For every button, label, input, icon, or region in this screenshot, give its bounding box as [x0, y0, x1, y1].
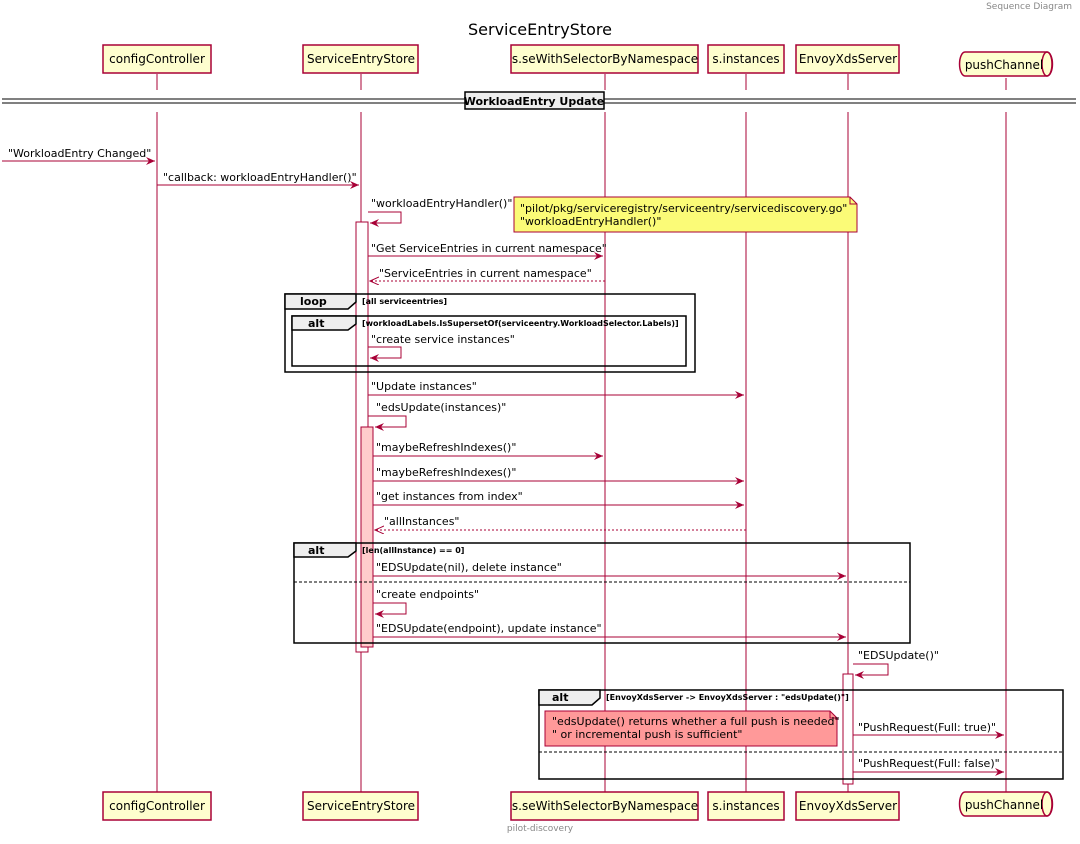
participant-label: configController — [109, 799, 205, 813]
message-label: "maybeRefreshIndexes()" — [376, 466, 516, 479]
message-labels: "WorkloadEntry Changed" "callback: workl… — [8, 147, 1000, 770]
message-label: "Update instances" — [371, 380, 477, 393]
arrow-self-eds-update-envoy — [853, 663, 889, 679]
activation-bar-envoy — [842, 673, 854, 785]
message-label: "create service instances" — [371, 333, 515, 346]
participant-se-with-selector-bottom: s.seWithSelectorByNamespace — [510, 791, 699, 821]
messages — [2, 157, 1004, 776]
lifeline-gaps — [156, 112, 1007, 146]
note-line: "workloadEntryHandler()" — [520, 215, 661, 228]
message-label: "allInstances" — [384, 515, 460, 528]
arrow-self-workload-handler — [368, 211, 402, 227]
message-label: "ServiceEntries in current namespace" — [379, 267, 592, 280]
alt-guard: [EnvoyXdsServer -> EnvoyXdsServer : "eds… — [606, 693, 849, 702]
message-label: "workloadEntryHandler()" — [371, 197, 512, 210]
alt-keyword: alt — [308, 544, 324, 557]
diagram-title: ServiceEntryStore — [468, 20, 612, 39]
participant-config-controller-bottom: configController — [102, 791, 212, 821]
participant-label: ServiceEntryStore — [307, 799, 415, 813]
participant-label: configController — [109, 52, 205, 66]
note-line: " or incremental push is sufficient" — [552, 728, 742, 741]
participant-push-channel-top: pushChannel — [958, 51, 1054, 77]
message-label: "get instances from index" — [376, 490, 523, 503]
participant-label: pushChannel — [965, 58, 1043, 72]
message-label: "maybeRefreshIndexes()" — [376, 441, 516, 454]
activation-bars — [355, 221, 854, 785]
message-label: "EDSUpdate(nil), delete instance" — [376, 561, 562, 574]
participant-label: s.instances — [712, 52, 779, 66]
participant-label: EnvoyXdsServer — [799, 52, 897, 66]
participant-envoy-xds-server-bottom: EnvoyXdsServer — [795, 791, 900, 821]
participant-label: s.seWithSelectorByNamespace — [512, 799, 698, 813]
alt-guard: [len(allInstance) == 0] — [362, 546, 464, 555]
note-source-file: "pilot/pkg/serviceregistry/serviceentry/… — [513, 196, 858, 233]
message-label: "edsUpdate(instances)" — [376, 401, 506, 414]
participant-label: pushChannel — [965, 798, 1043, 812]
note-line: "pilot/pkg/serviceregistry/serviceentry/… — [520, 202, 847, 215]
participant-envoy-xds-server-top: EnvoyXdsServer — [795, 44, 900, 74]
activation-bar-inner — [360, 426, 374, 648]
alt-keyword: alt — [308, 317, 324, 330]
divider-label: WorkloadEntry Update — [464, 95, 605, 108]
note-push-decision: "edsUpdate() returns whether a full push… — [544, 710, 840, 747]
participant-label: s.seWithSelectorByNamespace — [512, 52, 698, 66]
participant-push-channel-bottom: pushChannel — [958, 791, 1054, 817]
loop-frame: loop [all serviceentries] — [284, 293, 696, 373]
participant-instances-top: s.instances — [707, 44, 785, 74]
message-label: "EDSUpdate()" — [858, 649, 939, 662]
alt-frame-instances: alt [len(allInstance) == 0] — [293, 542, 911, 644]
divider-workload-entry-update: WorkloadEntry Update — [2, 91, 1076, 110]
diagram-type-label: Sequence Diagram — [986, 2, 1072, 12]
loop-guard: [all serviceentries] — [362, 297, 447, 306]
arrow-self-create-endpoints — [373, 602, 407, 618]
note-line: "edsUpdate() returns whether a full push… — [552, 715, 840, 728]
alt-guard: [workloadLabels.IsSupersetOf(serviceentr… — [362, 319, 679, 328]
diagram-footer: pilot-discovery — [506, 824, 574, 834]
participant-label: EnvoyXdsServer — [799, 799, 897, 813]
message-label: "Get ServiceEntries in current namespace… — [371, 242, 607, 255]
alt-frame-push: alt [EnvoyXdsServer -> EnvoyXdsServer : … — [538, 689, 1064, 780]
message-label: "WorkloadEntry Changed" — [8, 147, 151, 160]
arrow-self-create-instances — [368, 346, 402, 362]
message-label: "PushRequest(Full: false)" — [858, 757, 1000, 770]
participant-service-entry-store-top: ServiceEntryStore — [302, 44, 419, 74]
message-label: "callback: workloadEntryHandler()" — [163, 171, 357, 184]
loop-keyword: loop — [300, 295, 327, 308]
participant-label: s.instances — [712, 799, 779, 813]
message-label: "EDSUpdate(endpoint), update instance" — [376, 622, 602, 635]
alt-keyword: alt — [552, 691, 568, 704]
alt-frame-labels: alt [workloadLabels.IsSupersetOf(service… — [291, 315, 687, 367]
participant-se-with-selector-top: s.seWithSelectorByNamespace — [510, 44, 699, 74]
message-label: "PushRequest(Full: true)" — [858, 721, 996, 734]
message-label: "create endpoints" — [376, 588, 479, 601]
participant-label: ServiceEntryStore — [307, 52, 415, 66]
participant-config-controller-top: configController — [102, 44, 212, 74]
arrow-self-eds-update — [368, 415, 407, 431]
participant-service-entry-store-bottom: ServiceEntryStore — [302, 791, 419, 821]
participant-instances-bottom: s.instances — [707, 791, 785, 821]
